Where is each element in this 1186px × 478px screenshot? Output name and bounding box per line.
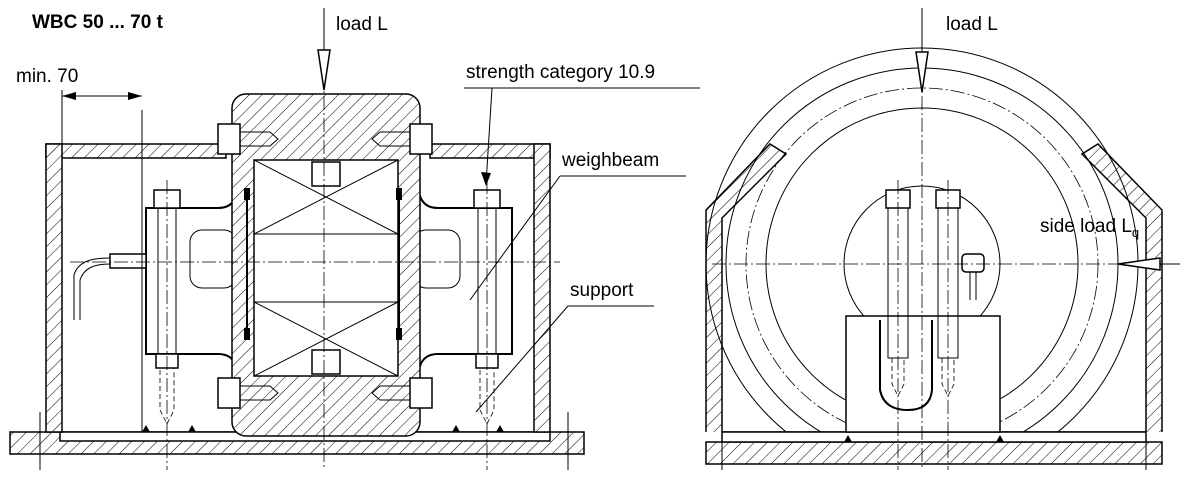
load-label-right: load L xyxy=(946,14,998,35)
drawing-title: WBC 50 ... 70 t xyxy=(32,12,164,33)
leaders-left: strength category 10.9 weighbeam support xyxy=(464,62,700,413)
housing-right xyxy=(705,143,788,443)
housing-wall-right xyxy=(533,143,551,433)
min-dimension: min. 70 xyxy=(16,66,142,100)
side-load-arrow: side load Lq xyxy=(1040,216,1180,271)
support-label: support xyxy=(570,280,634,301)
min-dimension-label: min. 70 xyxy=(16,66,78,87)
front-view xyxy=(9,30,585,470)
load-label-left: load L xyxy=(336,14,388,35)
housing-wall-left xyxy=(45,143,63,433)
weighbeam-label: weighbeam xyxy=(561,150,659,171)
side-view xyxy=(700,30,1170,478)
load-arrow-right: load L xyxy=(915,8,998,93)
side-load-label: side load Lq xyxy=(1040,216,1139,240)
load-arrow-left: load L xyxy=(317,8,388,91)
housing-top-left xyxy=(45,143,227,159)
strength-category-label: strength category 10.9 xyxy=(466,62,655,83)
side-load-subscript: q xyxy=(1132,225,1139,240)
